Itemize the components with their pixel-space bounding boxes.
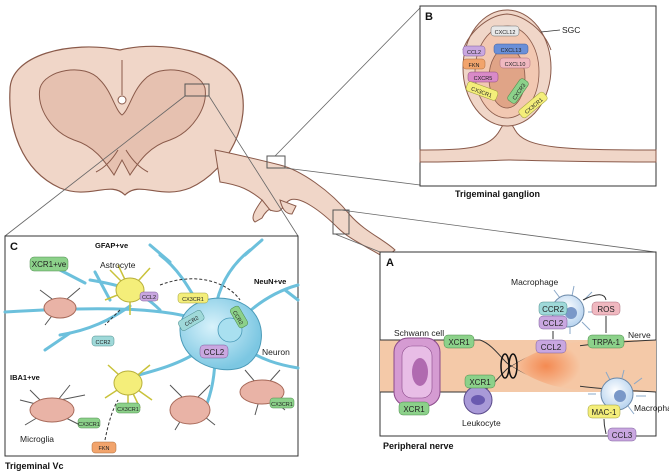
- chip-ccl2-astro: [139, 291, 159, 302]
- chip-cx3cr1-right-micro: [269, 397, 295, 409]
- macrophage-bottom: [588, 369, 646, 419]
- macrophage-bottom-label: Macrophage: [634, 403, 669, 413]
- panel-c-letter: C: [10, 241, 18, 253]
- chip-xcr1-schwann: [398, 401, 430, 416]
- chip-fkn-c: [91, 441, 117, 454]
- chip-fkn-b-label: FKN: [469, 63, 480, 69]
- xcr1-marker-label: XCR1+ve: [32, 260, 67, 269]
- chip-ccl2-mid-label: CCL2: [541, 343, 562, 352]
- inset-box-tg: [266, 155, 286, 169]
- panel-c-arrows: [104, 278, 241, 441]
- inset-box-b: [184, 83, 210, 97]
- chip-cxcl13-label: CXCL13: [501, 48, 522, 54]
- chip-cxcl12: [490, 25, 520, 37]
- chip-xcr1-top-label: XCR1: [448, 338, 470, 347]
- astrocyte-label: Astrocyte: [100, 260, 136, 270]
- microglia-top-left: [39, 287, 81, 326]
- chip-cxcr5: [467, 71, 499, 83]
- chip-ros-label: ROS: [597, 305, 614, 314]
- chip-mac1-label: MAC-1: [592, 408, 617, 417]
- schwann-cell-label: Schwann cell: [394, 328, 444, 338]
- astrocyte-bottom: [104, 364, 153, 410]
- chip-xcr1-top: [443, 334, 475, 349]
- chip-cx3cr1-center-label: CX3CR1: [117, 407, 139, 413]
- neuron-label: Neuron: [262, 347, 290, 357]
- chip-ccl2-astro-label: CCL2: [142, 295, 156, 301]
- panel-a: A Schwann cell XCR1 XCR1 XCR1 Leukocyte …: [379, 251, 669, 451]
- iba1-label: IBA1+ve: [10, 373, 40, 382]
- nerve-label: Nerve: [628, 330, 651, 340]
- chip-cxcl12-label: CXCL12: [495, 30, 516, 36]
- chip-cx3cr1-b-left: [465, 81, 499, 101]
- chip-cxcl10-label: CXCL10: [505, 62, 526, 68]
- microglia-label: Microglia: [20, 434, 54, 444]
- chip-ccl2-b-label: CCL2: [467, 50, 481, 56]
- neun-label: NeuN+ve: [254, 277, 286, 286]
- chip-cx3cr1-micro-label: CX3CR1: [78, 422, 100, 428]
- chip-mac1: [587, 404, 621, 419]
- chip-xcr1-leuko: [464, 374, 496, 389]
- chip-xcr1-schwann-label: XCR1: [403, 405, 425, 414]
- leukocyte-label: Leukocyte: [462, 418, 501, 428]
- chip-ccr2-left: [91, 335, 115, 347]
- chip-cx3cr1-top: [177, 292, 209, 304]
- panel-a-arrows: [552, 294, 607, 435]
- chip-ccr2-right: [230, 305, 248, 329]
- chip-cxcr3: [507, 78, 529, 104]
- microglia-left: [19, 384, 86, 426]
- chip-trpa1-label: TRPA-1: [592, 338, 620, 347]
- chip-ccl2-neuron: [199, 344, 229, 359]
- gfap-label: GFAP+ve: [95, 241, 128, 250]
- panel-b-letter: B: [425, 11, 433, 23]
- chip-ccl2-top-a-label: CCL2: [543, 319, 564, 328]
- chip-ros: [591, 301, 621, 316]
- chip-cx3cr1-top-label: CX3CR1: [182, 297, 204, 303]
- panel-b-caption: Trigeminal ganglion: [455, 189, 540, 199]
- chip-ccl3-label: CCL3: [612, 431, 633, 440]
- chip-ccl3: [607, 427, 637, 442]
- chip-ccr2-left-label: CCR2: [96, 340, 111, 346]
- chip-ccl2-top-a: [538, 315, 568, 330]
- chip-ccl2-b: [462, 45, 486, 57]
- sgc-label: SGC: [562, 25, 580, 35]
- chip-xcr1-marker: [29, 256, 69, 272]
- chip-cx3cr1-b-right: [518, 91, 548, 119]
- chip-ccr2-a: [538, 301, 568, 316]
- chip-fkn-c-label: FKN: [99, 446, 110, 452]
- zoom-connectors: [4, 7, 656, 253]
- brainstem-section: [9, 45, 244, 196]
- chip-ccr2-a-label: CCR2: [542, 305, 564, 314]
- chip-cx3cr1-right-micro-label: CX3CR1: [271, 402, 293, 408]
- panel-c: C: [3, 235, 300, 471]
- microglia-center: [169, 384, 216, 431]
- panel-a-letter: A: [386, 257, 394, 269]
- panel-b: B SGC CXCL12 CCL2 CXCL13 FKN CXCL10 CXCR…: [419, 5, 657, 199]
- chip-ccl2-mid: [535, 339, 567, 354]
- chip-trpa1: [587, 334, 625, 349]
- chip-cx3cr1-center: [115, 402, 141, 414]
- chip-fkn-b: [462, 58, 486, 70]
- macrophage-top-label: Macrophage: [511, 277, 559, 287]
- chip-xcr1-leuko-label: XCR1: [469, 378, 491, 387]
- trigeminal-nerve-trunk: [214, 149, 396, 259]
- chip-cxcl10: [499, 57, 531, 69]
- chip-cxcr5-label: CXCR5: [474, 76, 493, 82]
- panel-c-caption: Trigeminal Vc: [5, 461, 64, 471]
- chip-cx3cr1-micro: [77, 417, 101, 429]
- chip-ccl2-neuron-label: CCL2: [204, 348, 225, 357]
- panel-a-caption: Peripheral nerve: [383, 441, 454, 451]
- chip-cxcl13: [493, 43, 529, 55]
- chip-ccr2-neuron: [178, 310, 205, 331]
